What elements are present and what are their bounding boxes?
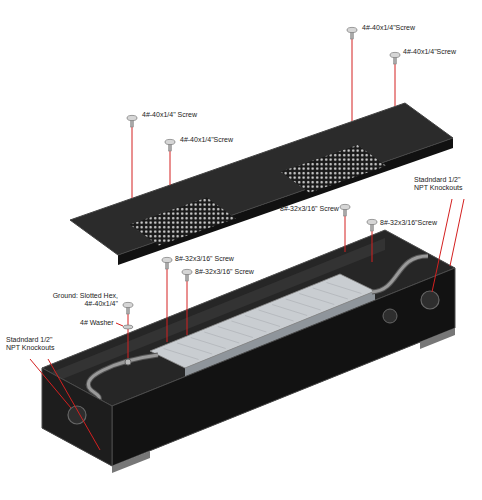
callout-label: 8#-32x3/16"Screw <box>380 219 437 227</box>
callout-label: Stadndard 1/2" NPT Knockouts <box>414 176 472 193</box>
callout-label: 8#-32x3/16" Screw <box>175 255 234 263</box>
box-housing <box>42 230 455 466</box>
callout-label: 8#-32x3/16" Screw <box>195 268 254 276</box>
leader-lines <box>30 38 464 450</box>
callout-label: 4#-40x1/4"Screw <box>362 24 415 32</box>
callout-label: 4# Washer <box>80 319 114 327</box>
callout-label: 4#-40x1/4" Screw <box>142 111 197 119</box>
screws <box>123 27 400 314</box>
callout-label: 4#-40x1/4"Screw <box>180 136 233 144</box>
washer <box>123 325 133 329</box>
callout-label: 4#-40x1/4"Screw <box>403 48 456 56</box>
callout-label: Ground: Slotted Hex, 4#-40x1/4" <box>34 292 118 309</box>
callout-label: Stadndard 1/2" NPT Knockouts <box>6 336 64 353</box>
callout-label: 8#-32x3/16" Screw <box>280 205 339 213</box>
